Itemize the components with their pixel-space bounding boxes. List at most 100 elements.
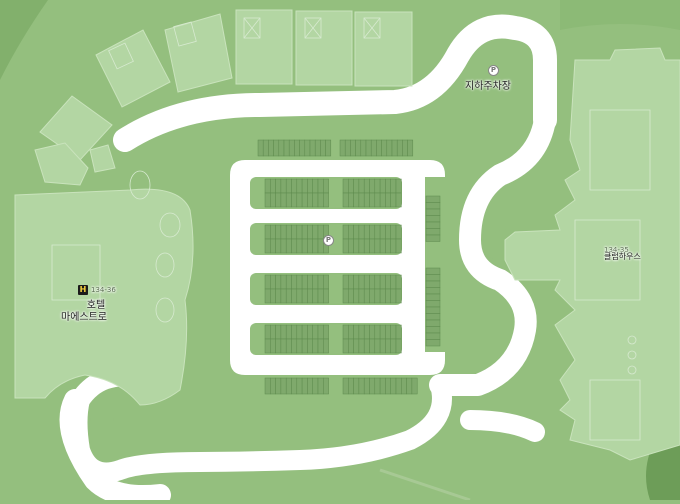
parking-stall bbox=[381, 139, 388, 157]
parking-stall bbox=[369, 178, 376, 194]
parking-stall bbox=[342, 274, 349, 290]
parking-stall bbox=[425, 306, 441, 314]
parking-stall bbox=[283, 139, 290, 157]
parking-stall bbox=[312, 324, 319, 340]
parking-stall bbox=[288, 139, 295, 157]
hotel-name-line2[interactable]: 마에스트로 bbox=[61, 312, 107, 323]
building-details bbox=[51, 17, 651, 441]
parking-stall bbox=[273, 139, 280, 157]
parking-stall bbox=[363, 338, 370, 354]
parking-stall bbox=[425, 332, 441, 340]
parking-stall bbox=[275, 238, 282, 254]
parking-stall bbox=[323, 178, 329, 194]
parking-stall bbox=[395, 324, 402, 340]
parking-stall bbox=[348, 274, 354, 290]
parking-stall bbox=[390, 238, 397, 254]
clubhouse-name-label[interactable]: 클럽하우스 bbox=[604, 252, 641, 261]
hotel-icon[interactable]: H bbox=[78, 285, 88, 295]
parking-stall bbox=[425, 274, 441, 282]
parking-stall bbox=[270, 288, 276, 304]
parking-stall bbox=[363, 274, 370, 290]
villa-5 bbox=[354, 11, 413, 87]
parking-stall bbox=[270, 324, 276, 340]
parking-stall bbox=[360, 139, 367, 157]
parking-stall bbox=[296, 377, 303, 395]
parking-stall bbox=[425, 202, 441, 210]
parking-stall bbox=[406, 377, 413, 395]
parking-stall bbox=[390, 324, 397, 340]
parking-stall bbox=[358, 377, 365, 395]
hotel-courtyard bbox=[51, 244, 101, 301]
parking-stall bbox=[390, 338, 397, 354]
hotel-name-line1[interactable]: 호텔 bbox=[86, 300, 106, 311]
parking-stall bbox=[296, 178, 303, 194]
villa-4 bbox=[295, 10, 353, 86]
road-north-loop bbox=[113, 14, 557, 152]
parking-stall bbox=[363, 224, 370, 240]
hotel-dome-2 bbox=[159, 212, 181, 238]
parking-stall bbox=[291, 377, 298, 395]
parking-stall bbox=[374, 224, 381, 240]
parking-stall bbox=[374, 274, 381, 290]
villa-2 bbox=[164, 13, 233, 93]
parking-stall bbox=[325, 139, 332, 157]
parking-stall bbox=[342, 192, 349, 208]
parking-stall bbox=[425, 319, 441, 327]
parking-stall bbox=[425, 228, 441, 236]
parking-stall bbox=[285, 288, 292, 304]
parking-stall bbox=[312, 377, 319, 395]
parking-icon[interactable]: P bbox=[488, 65, 499, 76]
parking-stall bbox=[358, 178, 365, 194]
parking-stall bbox=[317, 274, 324, 290]
parking-stall bbox=[280, 192, 287, 208]
parking-stall bbox=[285, 192, 292, 208]
parking-stall bbox=[317, 178, 324, 194]
parking-stall bbox=[374, 238, 381, 254]
parking-stall bbox=[353, 324, 360, 340]
parking-stall bbox=[379, 238, 386, 254]
clubhouse-building bbox=[504, 47, 680, 461]
parking-stall bbox=[425, 287, 441, 295]
parking-stall bbox=[358, 224, 365, 240]
parking-stall bbox=[365, 139, 372, 157]
parking-stall bbox=[425, 267, 441, 275]
parking-stall bbox=[301, 338, 308, 354]
underground-parking-label[interactable]: 지하주차장 bbox=[465, 81, 511, 92]
parking-stall bbox=[379, 288, 386, 304]
hotel-building bbox=[14, 188, 194, 406]
parking-stall bbox=[379, 192, 386, 208]
clubhouse-address-label: 134-35 bbox=[604, 246, 629, 254]
parking-stall bbox=[264, 192, 271, 208]
parking-stall bbox=[291, 224, 298, 240]
parking-stall bbox=[296, 274, 303, 290]
parking-stall bbox=[280, 324, 287, 340]
parking-stall bbox=[317, 288, 324, 304]
parking-stall bbox=[358, 288, 365, 304]
parking-stall bbox=[425, 293, 441, 301]
parking-stall bbox=[301, 274, 308, 290]
parking-stall bbox=[348, 224, 354, 240]
parking-stall bbox=[374, 338, 381, 354]
parking-stall bbox=[379, 178, 386, 194]
parking-stall bbox=[353, 274, 360, 290]
parking-stall bbox=[358, 238, 365, 254]
parking-stall bbox=[369, 224, 376, 240]
parking-stall bbox=[379, 338, 386, 354]
parking-stall bbox=[301, 324, 308, 340]
parking-stall bbox=[317, 338, 324, 354]
parking-stall bbox=[264, 338, 271, 354]
parking-stall bbox=[317, 224, 324, 240]
roundabout-island bbox=[90, 406, 114, 434]
parking-stall bbox=[320, 139, 326, 157]
parking-stall bbox=[411, 377, 418, 395]
parking-stall bbox=[379, 274, 386, 290]
villa-5-detail bbox=[363, 17, 381, 39]
villa-1 bbox=[95, 29, 171, 108]
parking-stall bbox=[270, 178, 276, 194]
parking-stall bbox=[270, 238, 276, 254]
parking-stall bbox=[307, 178, 313, 194]
parking-stall bbox=[262, 139, 269, 157]
parking-lot-icon[interactable]: P bbox=[323, 235, 334, 246]
